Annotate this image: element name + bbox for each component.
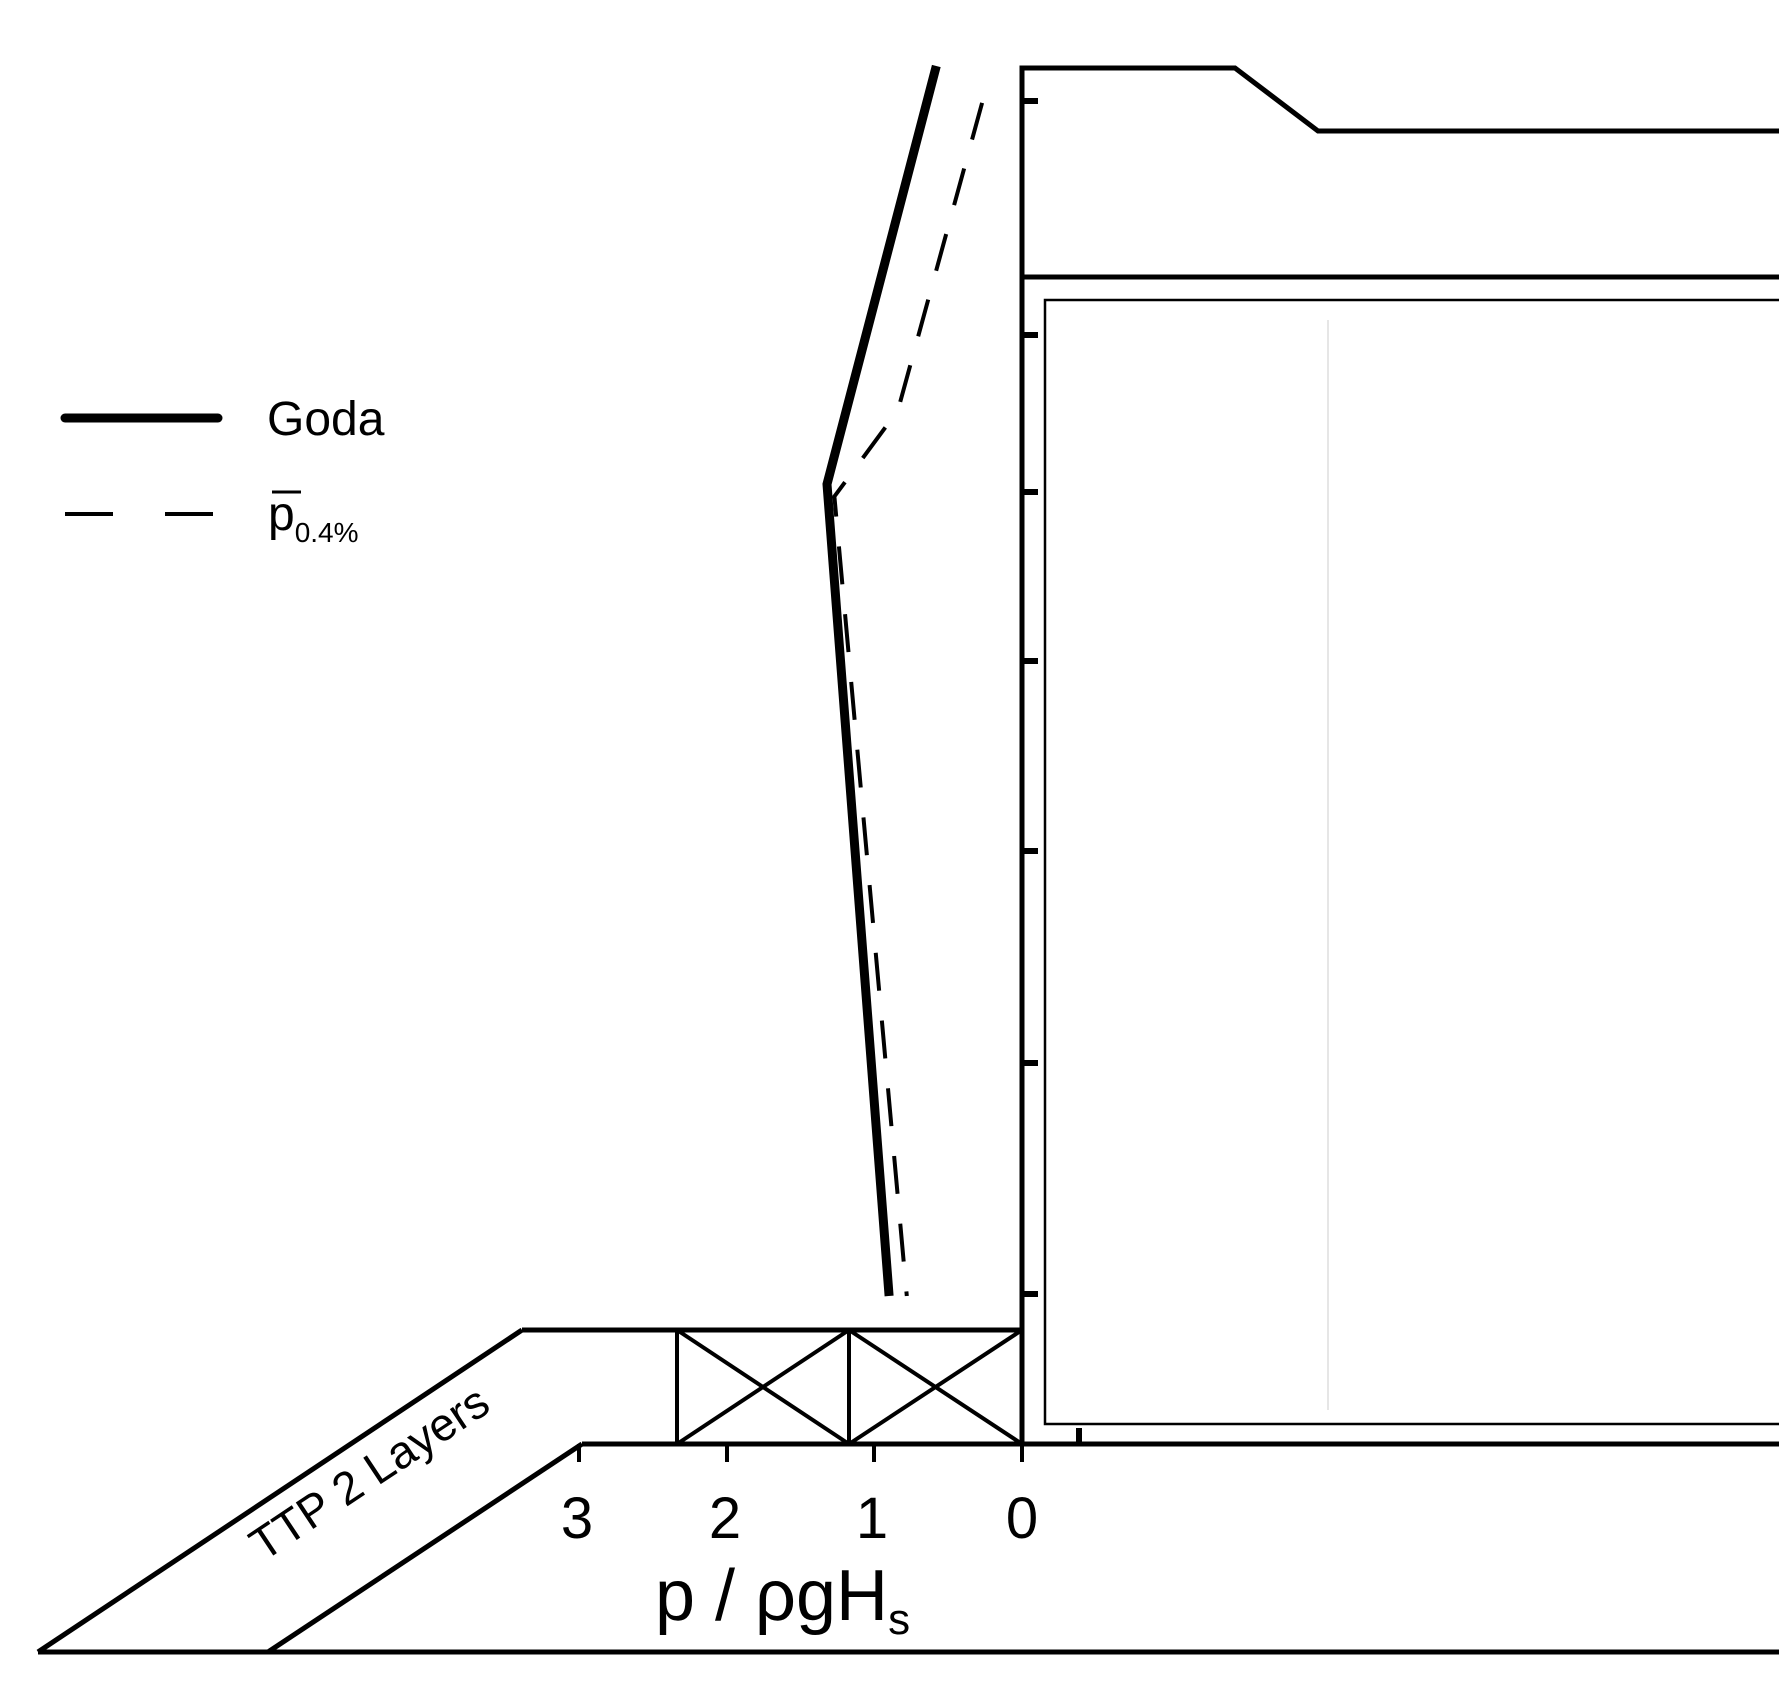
legend-p04-label-subscript: 0.4%	[295, 517, 359, 548]
axis-tick-label-3: 3	[561, 1486, 593, 1551]
axis-label: p / ρgHs	[655, 1556, 910, 1644]
axis-tick-label-1: 1	[856, 1486, 888, 1551]
pressure-axis	[577, 1444, 1024, 1462]
legend-p04-label-main: p	[268, 488, 295, 541]
p04-pressure-line	[832, 102, 985, 1297]
goda-pressure-line	[822, 64, 941, 1297]
legend-p04-label: p0.4%	[268, 488, 359, 548]
pressure-gauge-ticks	[1024, 98, 1082, 1442]
caisson	[1019, 65, 1779, 1444]
axis-tick-label-0: 0	[1006, 1486, 1038, 1551]
axis-label-subscript: s	[888, 1595, 910, 1644]
legend: Goda p0.4%	[60, 393, 385, 548]
mound-outer-slope	[36, 1327, 524, 1655]
caisson-inner-outline	[1043, 298, 1779, 1426]
legend-goda-label: Goda	[267, 393, 385, 446]
axis-tick-label-2: 2	[709, 1486, 741, 1551]
foot-block-right-diagonal-b	[847, 1328, 1024, 1446]
axis-label-main: p / ρgH	[655, 1556, 888, 1636]
mound-inner-slope	[266, 1441, 584, 1655]
foot-block-left-diagonal-b	[675, 1328, 851, 1446]
foot-protection-blocks	[675, 1328, 1024, 1446]
berm-label: TTP 2 Layers	[240, 1375, 498, 1571]
caisson-outline	[1019, 65, 1779, 1444]
